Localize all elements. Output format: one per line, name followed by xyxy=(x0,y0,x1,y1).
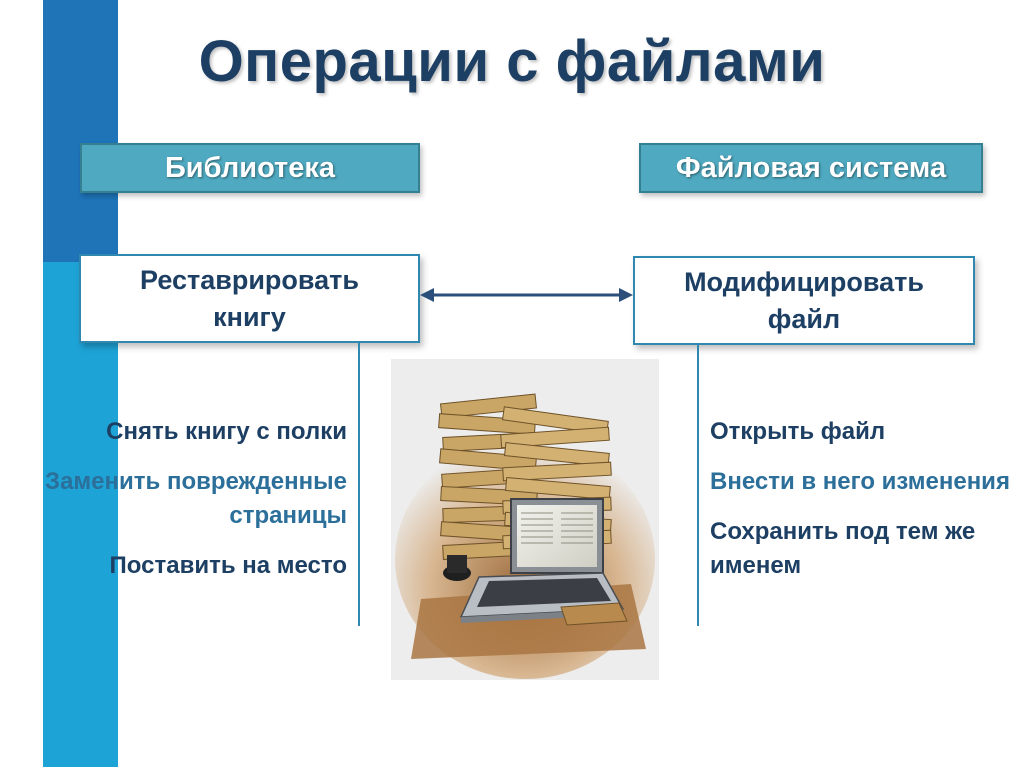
step-remove-book: Снять книгу с полки xyxy=(27,415,347,449)
left-connector-line xyxy=(358,343,360,626)
filesystem-header: Файловая система xyxy=(639,143,983,193)
filesystem-steps: Открыть файл Внести в него изменения Сох… xyxy=(710,415,1010,599)
library-steps: Снять книгу с полки Заменить поврежденны… xyxy=(27,415,347,599)
step-replace-pages: Заменить поврежденные страницы xyxy=(27,465,347,533)
modify-file-box: Модифицировать файл xyxy=(633,256,975,345)
step-save-file: Сохранить под тем же именем xyxy=(710,515,1010,583)
right-connector-line xyxy=(697,345,699,626)
step-edit-file: Внести в него изменения xyxy=(710,465,1010,499)
library-header: Библиотека xyxy=(80,143,420,193)
restore-book-box: Реставрировать книгу xyxy=(79,254,420,343)
restore-book-line-1: Реставрировать xyxy=(140,262,359,299)
step-open-file: Открыть файл xyxy=(710,415,1010,449)
modify-file-line-1: Модифицировать xyxy=(684,264,924,301)
restore-book-line-2: книгу xyxy=(140,299,359,336)
step-put-back: Поставить на место xyxy=(27,549,347,583)
books-laptop-illustration xyxy=(391,359,659,680)
double-arrow-icon xyxy=(420,283,633,307)
modify-file-line-2: файл xyxy=(684,301,924,338)
slide-title: Операции с файлами xyxy=(0,28,1024,95)
